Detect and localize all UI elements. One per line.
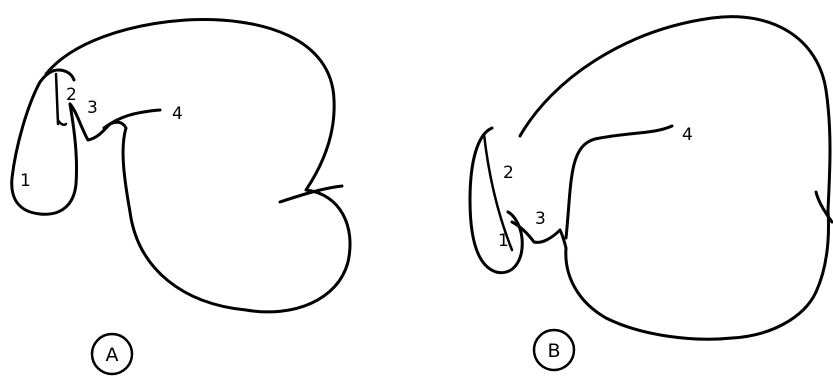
figure-a-panel-label: A — [106, 344, 119, 366]
figure-b-marker-4: 4 — [682, 125, 693, 145]
figure-a-marker-2: 2 — [66, 85, 77, 105]
figure-b-ridge — [566, 126, 672, 238]
figure-a-marker-line — [56, 74, 58, 124]
figure-a-marker-4: 4 — [172, 104, 183, 124]
figure-a: 1 2 3 4 A — [12, 20, 350, 374]
figure-a-marker-3: 3 — [87, 98, 98, 118]
figure-b-marker-3: 3 — [535, 209, 546, 229]
figure-b-body-outline — [512, 17, 830, 340]
figure-b-panel-label: B — [547, 340, 560, 362]
figure-a-marker-1: 1 — [20, 171, 31, 191]
figure-a-ridge — [104, 110, 160, 128]
figure-b: 1 2 3 4 B — [470, 17, 832, 370]
figure-b-marker-2: 2 — [503, 163, 514, 183]
figure-a-body-outline — [46, 20, 350, 312]
figure-b-marker-1: 1 — [498, 231, 509, 251]
